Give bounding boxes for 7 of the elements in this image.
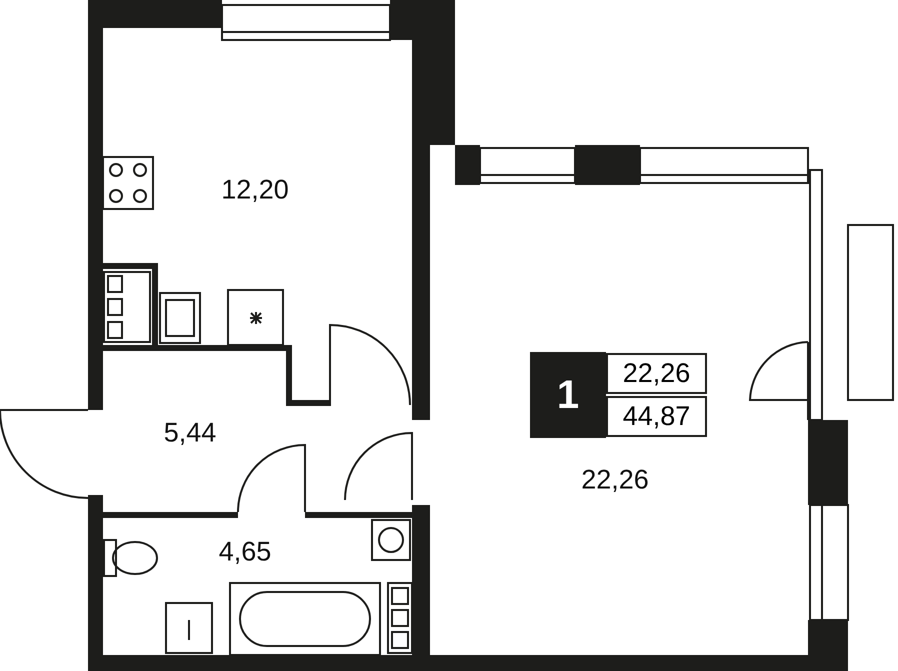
area-cell: 44,87 [606, 396, 707, 437]
room-area-label: 22,26 [581, 466, 649, 494]
room-area-label: 12,20 [221, 176, 289, 204]
area-cell: 22,26 [606, 353, 707, 394]
room-area-label: 5,44 [164, 420, 216, 446]
room-count-badge: 1 [530, 352, 606, 438]
room-area-label: 4,65 [218, 538, 272, 566]
